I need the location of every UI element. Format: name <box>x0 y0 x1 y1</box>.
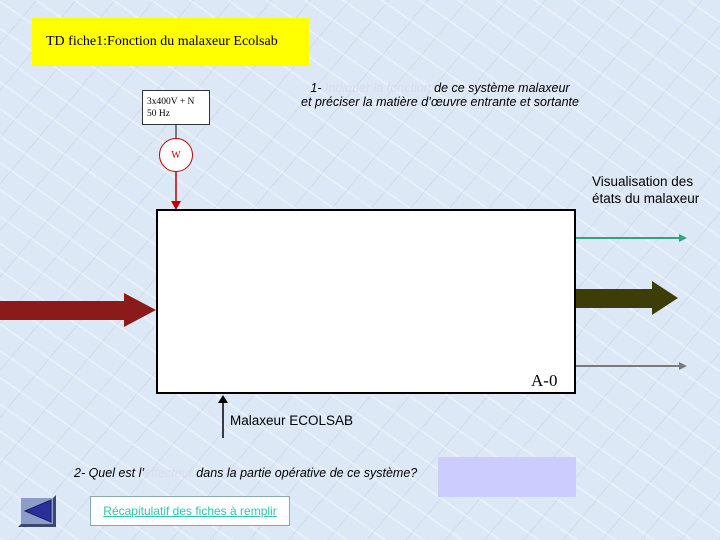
mechanism-label: Malaxeur ECOLSAB <box>230 413 354 428</box>
visualisation-label: Visualisation des états du malaxeur <box>592 174 700 206</box>
power-supply-box: 3x400V + N 50 Hz <box>142 90 210 125</box>
question-1-rest: de ce système malaxeur <box>430 81 570 95</box>
visualisation-arrow-head <box>679 234 687 242</box>
output-arrow-head <box>652 281 678 315</box>
question-1: 1- Indiquer la fonction de ce système ma… <box>290 81 590 109</box>
question-2: 2- Quel est l’effecteur dans la partie o… <box>74 466 417 480</box>
power-supply-line2: 50 Hz <box>147 109 170 119</box>
function-box-a0 <box>156 209 576 394</box>
back-button[interactable] <box>18 495 56 527</box>
energy-w-circle: W <box>159 138 193 172</box>
question-2-prefix: 2- Quel est l’ <box>74 466 145 480</box>
power-supply-line1: 3x400V + N <box>147 97 195 107</box>
input-arrow-shaft <box>0 301 126 320</box>
energy-symbol: W <box>171 149 181 161</box>
input-arrow-head <box>124 293 156 327</box>
question-1-highlight: Indiquer la fonction <box>325 81 431 95</box>
energy-arrow-head <box>171 201 181 210</box>
mechanism-arrow-head <box>218 395 228 403</box>
secondary-output-arrow-head <box>679 362 687 370</box>
question-2-rest: dans la partie opérative de ce système? <box>192 466 418 480</box>
recap-link[interactable]: Récapitulatif des fiches à remplir <box>90 496 290 526</box>
page-title-text: TD fiche1:Fonction du malaxeur Ecolsab <box>46 34 278 49</box>
page-title: TD fiche1:Fonction du malaxeur Ecolsab <box>32 18 309 66</box>
answer-box[interactable] <box>438 457 576 497</box>
question-1-line2: et préciser la matière d’œuvre entrante … <box>301 95 579 109</box>
question-1-prefix: 1- <box>310 81 325 95</box>
output-arrow-shaft <box>576 289 654 308</box>
question-2-highlight: effecteur <box>144 466 193 480</box>
box-label: A-0 <box>531 371 558 390</box>
back-arrow-icon <box>23 499 52 523</box>
